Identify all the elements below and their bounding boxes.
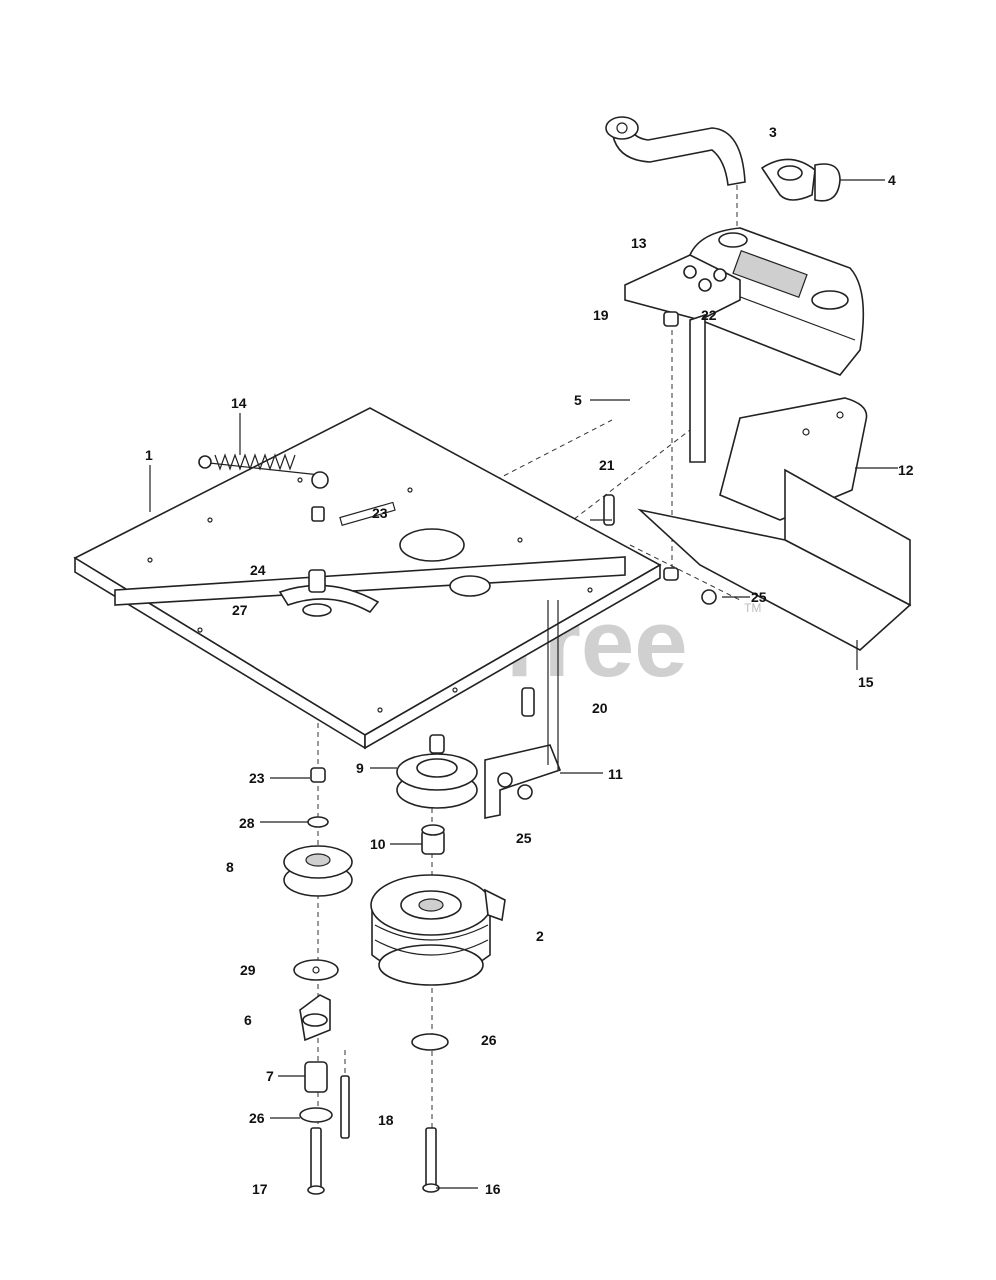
callout-21: 21 bbox=[599, 457, 615, 473]
spacer-10 bbox=[421, 824, 445, 855]
callout-10: 10 bbox=[370, 836, 386, 852]
callout-labels: 1 2 3 4 5 6 7 8 9 10 11 12 13 14 15 16 1… bbox=[145, 124, 914, 1197]
callout-8: 8 bbox=[226, 859, 234, 875]
bracket-5 bbox=[624, 254, 741, 463]
callout-1: 1 bbox=[145, 447, 153, 463]
bracket-11 bbox=[484, 600, 562, 819]
bolt-19 bbox=[663, 311, 679, 581]
bolt-16 bbox=[422, 1127, 440, 1193]
callout-29: 29 bbox=[240, 962, 256, 978]
callout-4: 4 bbox=[888, 172, 896, 188]
washer-29 bbox=[293, 959, 339, 981]
callout-23-bottom: 23 bbox=[249, 770, 265, 786]
leader-lines bbox=[149, 179, 898, 1189]
callout-26-right: 26 bbox=[481, 1032, 497, 1048]
callout-25-right: 25 bbox=[751, 589, 767, 605]
nut-bottom bbox=[310, 767, 326, 783]
callout-26-left: 26 bbox=[249, 1110, 265, 1126]
callout-22: 22 bbox=[701, 307, 717, 323]
callout-12: 12 bbox=[898, 462, 914, 478]
callout-7: 7 bbox=[266, 1068, 274, 1084]
idler-pulley bbox=[283, 845, 353, 897]
nut-25 bbox=[701, 589, 717, 605]
callout-16: 16 bbox=[485, 1181, 501, 1197]
washer-26-right bbox=[411, 1033, 449, 1051]
electric-clutch bbox=[370, 874, 506, 986]
mounting-plate bbox=[73, 407, 662, 750]
guard-plate bbox=[637, 468, 912, 651]
bolt-21 bbox=[590, 494, 615, 526]
spacer-7 bbox=[304, 1061, 328, 1093]
bolt-17 bbox=[307, 1127, 325, 1195]
callout-5: 5 bbox=[574, 392, 582, 408]
callout-25-middle: 25 bbox=[516, 830, 532, 846]
watermark-tm: TM bbox=[744, 601, 761, 615]
nut-top bbox=[311, 506, 325, 522]
callout-28: 28 bbox=[239, 815, 255, 831]
callout-20: 20 bbox=[592, 700, 608, 716]
bolt-20 bbox=[521, 687, 535, 717]
callout-19: 19 bbox=[593, 307, 609, 323]
callout-18: 18 bbox=[378, 1112, 394, 1128]
washer-26-left bbox=[299, 1107, 333, 1123]
callout-9: 9 bbox=[356, 760, 364, 776]
spring bbox=[198, 453, 329, 489]
callout-14: 14 bbox=[231, 395, 247, 411]
washer-28 bbox=[307, 816, 329, 828]
idler-arm bbox=[299, 994, 331, 1042]
callout-24: 24 bbox=[250, 562, 266, 578]
pin-18 bbox=[340, 1075, 350, 1139]
callout-23-top: 23 bbox=[372, 505, 388, 521]
callout-3: 3 bbox=[769, 124, 777, 140]
callout-13: 13 bbox=[631, 235, 647, 251]
callout-27: 27 bbox=[232, 602, 248, 618]
exhaust-pipe bbox=[605, 116, 746, 186]
stud-assembly bbox=[302, 569, 332, 617]
callout-2: 2 bbox=[536, 928, 544, 944]
pulley-9 bbox=[396, 734, 478, 809]
callout-17: 17 bbox=[252, 1181, 268, 1197]
callout-6: 6 bbox=[244, 1012, 252, 1028]
callout-15: 15 bbox=[858, 674, 874, 690]
callout-11: 11 bbox=[608, 766, 623, 782]
elbow-fitting bbox=[760, 158, 841, 202]
